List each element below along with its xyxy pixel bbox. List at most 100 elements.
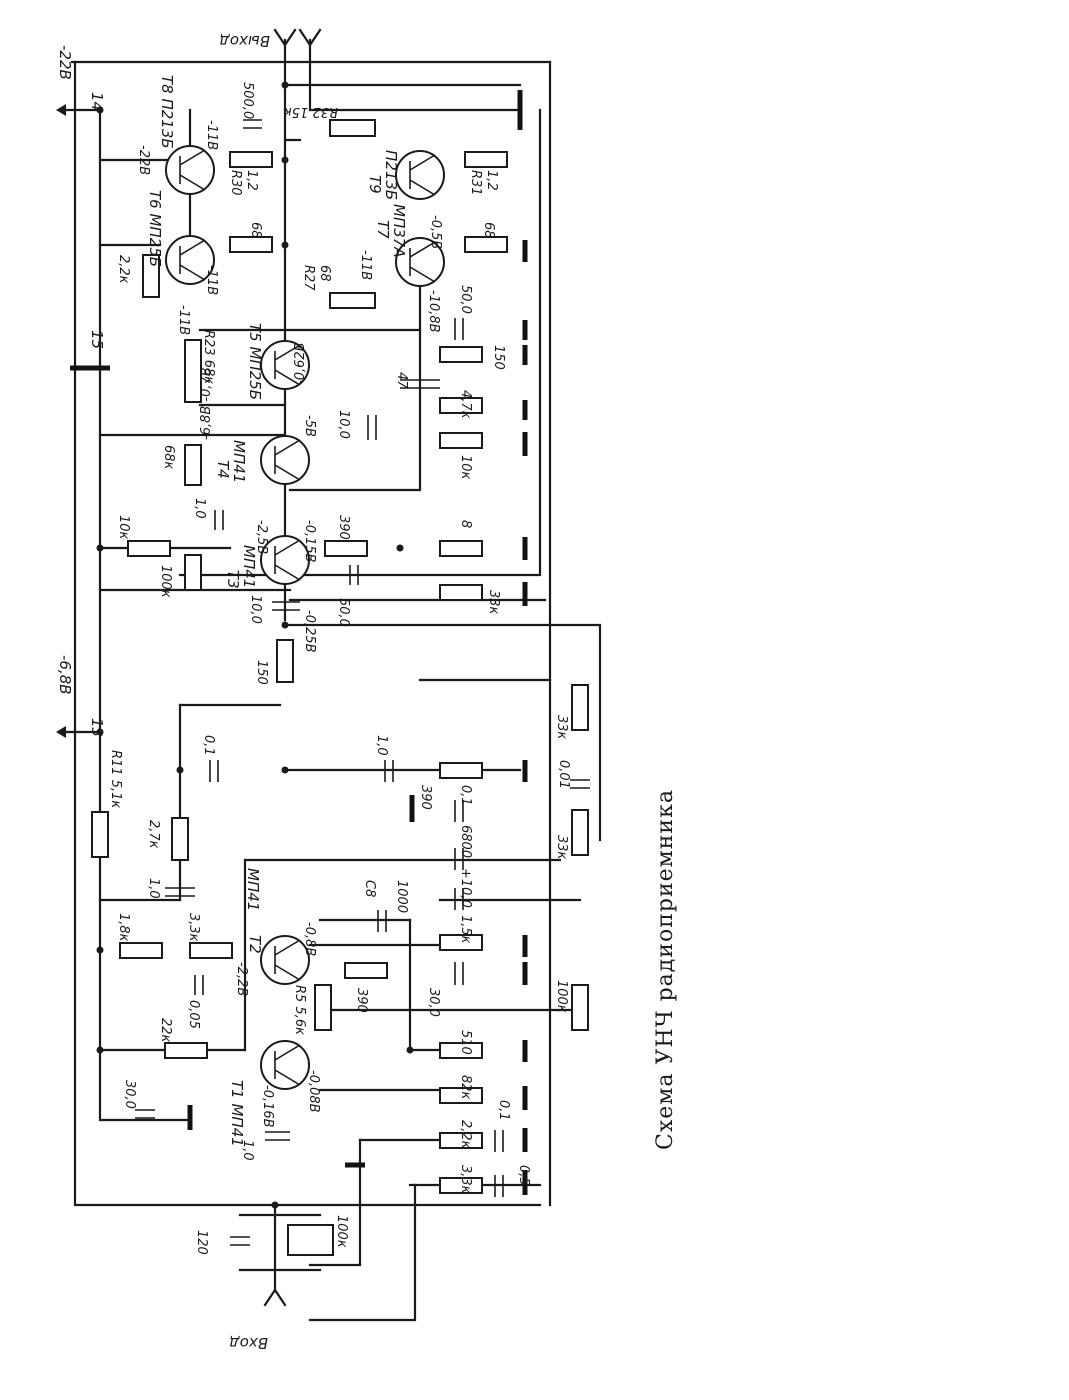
cap-c18 <box>367 415 377 440</box>
resistor-8 <box>439 540 483 557</box>
resistor-r32 <box>329 119 376 137</box>
t3-type-label: МП41 <box>240 545 258 588</box>
resistor-label-8: 82к <box>458 1075 473 1100</box>
resistor-3-3k-b <box>439 1177 483 1194</box>
pot-100k-b <box>571 984 589 1031</box>
resistor-label-2: 1,8к <box>116 913 131 942</box>
voltage-label-3: -2,2В <box>234 962 249 996</box>
transistor-t7 <box>395 237 445 287</box>
cap-label-18: 10,0 <box>336 410 351 439</box>
cap-label-8: 0,1 <box>496 1100 511 1121</box>
resistor-label-11: R11 5,1к <box>108 750 123 808</box>
pot-33k-b <box>571 809 589 856</box>
resistor-r30 <box>229 151 273 168</box>
t4-label: T4 <box>214 460 232 479</box>
diagram-caption: Схема УНЧ радиоприемника <box>653 789 678 1150</box>
voltage-label-14: -11В <box>358 250 373 280</box>
terminal-14-label: 14 <box>88 92 106 111</box>
resistor-4-7k <box>439 397 483 414</box>
cap-c11 <box>454 848 464 870</box>
cap-label-5: 0,1 <box>201 735 216 756</box>
resistor-390-a <box>324 540 368 557</box>
ground-symbols <box>70 90 528 1195</box>
resistor-68a <box>229 236 273 253</box>
cap-c7 <box>454 962 464 985</box>
resistor-label-16: 10к <box>116 515 131 540</box>
cap-c13 <box>209 760 219 782</box>
cap-label-3: 0,05 <box>186 1000 201 1029</box>
t3-label: T3 <box>224 570 242 589</box>
pot-100k-in <box>287 1224 334 1256</box>
cap-c17 <box>214 510 224 530</box>
cap-label-11: 6800 <box>458 825 473 858</box>
t9-label: T9 <box>366 175 384 194</box>
resistor-r11 <box>91 811 109 858</box>
voltage-label-8: -5В <box>302 415 317 437</box>
voltage-label-13: -0,5В <box>428 215 443 249</box>
cap-c6 <box>377 910 387 932</box>
t8-label: T8 П213Б <box>158 75 176 149</box>
t7-label: T7 <box>374 220 392 239</box>
cap-c1 <box>265 1131 290 1141</box>
cap-c14 <box>570 779 590 789</box>
transistor-t2 <box>260 935 310 985</box>
resistor-2-2k-b <box>439 1132 483 1149</box>
cap-label-12: 0,1 <box>458 785 473 806</box>
transistor-t1 <box>260 1040 310 1090</box>
transistor-t6 <box>165 235 215 285</box>
resistor-label-22: 4,7к <box>458 390 473 419</box>
resistor-68k <box>184 444 202 486</box>
resistor-label-30-value: 1,2 <box>244 170 259 191</box>
terminal-output-label: Выход <box>219 32 270 50</box>
resistor-label-14: 150 <box>254 660 269 685</box>
pot-label-1: 100к <box>554 980 569 1013</box>
resistor-label-17: 390 <box>336 515 351 540</box>
t7-type-label: МП37А <box>390 204 408 258</box>
terminal-15-label: 15 <box>88 330 106 349</box>
voltage-label-16: -22В <box>136 145 151 175</box>
resistor-label-31-value: 1,2 <box>484 170 499 191</box>
t9-type-label: П213Б <box>382 150 400 200</box>
resistor-label-27-value: 68 <box>317 265 332 282</box>
resistor-10k-b <box>127 540 171 557</box>
resistor-150 <box>439 346 483 363</box>
cap-label-4: 1,0 <box>146 878 161 899</box>
resistor-label-10: 3,3к <box>458 1165 473 1194</box>
resistor-3-3k <box>189 942 233 959</box>
resistor-label-23: R23 68к <box>201 330 216 384</box>
cap-c19 <box>400 379 440 389</box>
resistor-label-24: 150 <box>491 345 506 370</box>
cap-c15 <box>272 601 300 611</box>
cap-c10 <box>454 888 464 910</box>
t1-label: T1 МП41 <box>228 1080 246 1147</box>
voltage-label-4: -0,8В <box>302 922 317 956</box>
supply-22v-label: -22В <box>56 45 74 80</box>
transistor-t5 <box>260 340 310 390</box>
t4-type-label: МП41 <box>230 440 248 483</box>
cap-c21 <box>243 119 262 129</box>
input-terminal-symbol <box>263 1288 287 1307</box>
cap-label-15: 10,0 <box>248 595 263 624</box>
bus-wires <box>56 38 602 1322</box>
capacitors <box>135 119 590 1246</box>
terminal-input-label: Вход <box>229 1334 268 1352</box>
label-layer: Выход Вход 14 15 13 -22В -6,8В T1 МП41 T… <box>56 32 571 1352</box>
transistor-t8 <box>165 145 215 195</box>
cap-label-19: 47 <box>394 372 409 389</box>
cap-c4 <box>165 887 195 897</box>
resistor-label-4: 2,7к <box>146 820 161 849</box>
voltage-label-7: -0,25В <box>302 610 317 653</box>
resistor-label-27: R27 <box>301 265 316 291</box>
resistor-390-c <box>344 962 388 979</box>
resistor-label-6: 390 <box>354 988 369 1013</box>
voltage-label-5: -2,5В <box>254 520 269 554</box>
cap-label-14: 0,01 <box>556 760 571 789</box>
resistor-82k <box>439 1087 483 1104</box>
cap-label-6: С8 <box>362 880 377 897</box>
voltage-label-11: -11В <box>176 305 191 335</box>
voltage-label-6: -0,15В <box>302 520 317 563</box>
voltage-label-1: -0,16В <box>260 1085 275 1128</box>
resistor-label-18: 8 <box>458 520 473 528</box>
t2-type-label: МП41 <box>244 868 262 911</box>
output-terminal-symbol <box>273 28 322 47</box>
